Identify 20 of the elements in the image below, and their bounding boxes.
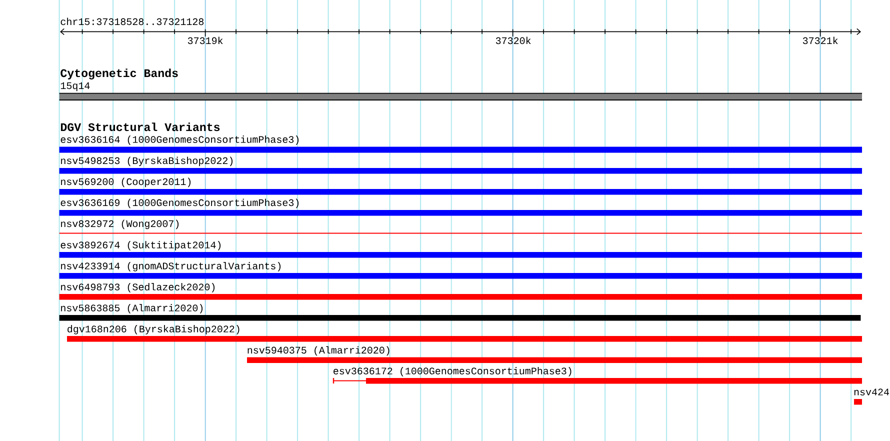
variant-label: nsv5498253 (ByrskaBishop2022) xyxy=(61,156,233,166)
variant-label: dgv168n206 (ByrskaBishop2022) xyxy=(68,325,240,334)
variant-label: esv3636172 (1000GenomesConsortiumPhase3) xyxy=(334,367,572,376)
track-heading: DGV Structural Variants xyxy=(60,122,220,132)
variant-label: nsv5940375 (Almarri2020) xyxy=(248,346,390,356)
location-label: chr15:37318528..37321128 xyxy=(60,18,204,26)
variant-label: esv3636169 (1000GenomesConsortiumPhase3) xyxy=(60,198,299,208)
track-heading: Cytogenetic Bands xyxy=(60,68,178,80)
tick-label: 37319k xyxy=(188,36,223,44)
band-label: 15q14 xyxy=(60,82,90,92)
variant-label: nsv424 xyxy=(854,388,889,396)
variant-label: nsv569200 (Cooper2011) xyxy=(61,178,191,188)
variant-label: nsv4233914 (gnomADStructuralVariants) xyxy=(61,262,281,272)
variant-label: nsv5863885 (Almarri2020) xyxy=(61,304,203,314)
variant-label: esv3892674 (Suktitipat2014) xyxy=(60,241,221,250)
variant-label: nsv832972 (Wong2007) xyxy=(61,220,179,230)
variant-label: nsv6498793 (Sedlazeck2020) xyxy=(61,283,215,292)
tick-label: 37320k xyxy=(496,36,531,44)
tick-label: 37321k xyxy=(802,36,838,44)
variant-label: esv3636164 (1000GenomesConsortiumPhase3) xyxy=(60,136,299,145)
